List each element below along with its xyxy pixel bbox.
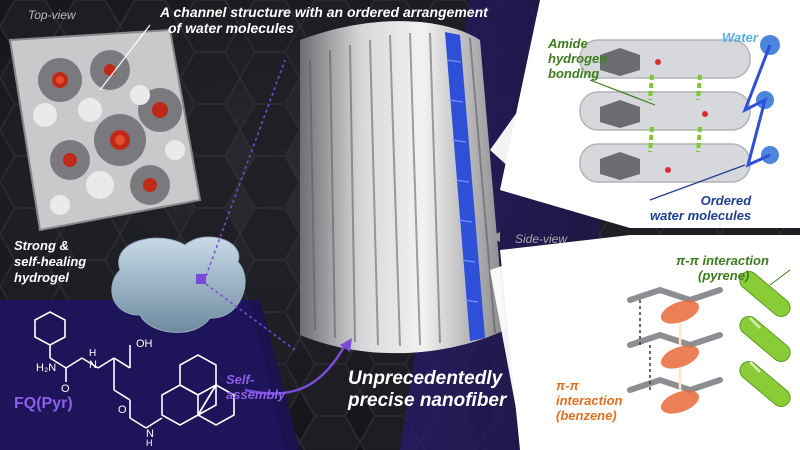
nanofiber bbox=[300, 21, 505, 354]
hydrogel-label-line2: self-healing bbox=[14, 254, 87, 269]
channel-title: A channel structure with an ordered arra… bbox=[160, 4, 488, 36]
benzene-label-line2: interaction bbox=[556, 393, 623, 408]
hydrogel-label-line1: Strong & bbox=[14, 238, 69, 253]
atom-oh: OH bbox=[136, 338, 153, 350]
top-view-structure bbox=[8, 28, 202, 232]
pyrene-label-line1: π-π interaction bbox=[676, 253, 769, 268]
channel-title-line2: of water molecules bbox=[168, 20, 295, 36]
amide-label-line3: bonding bbox=[548, 66, 600, 81]
atom-n-top: N bbox=[89, 359, 97, 371]
atom-h-top: H bbox=[89, 348, 97, 359]
atom-n-amide: N bbox=[146, 428, 154, 440]
hydrogel-label-line3: hydrogel bbox=[14, 270, 69, 285]
amide-label-line2: hydrogen bbox=[548, 51, 608, 66]
nanofiber-label-line2: precise nanofiber bbox=[348, 390, 507, 411]
ordered-water-label: Ordered water molecules bbox=[650, 193, 751, 223]
self-assembly-line2: assembly bbox=[226, 387, 286, 402]
nanofiber-label: Unprecedentedly precise nanofiber bbox=[348, 368, 506, 412]
amide-label: Amide hydrogen bonding bbox=[548, 36, 607, 81]
nanofiber-label-line1: Unprecedentedly bbox=[348, 368, 503, 389]
side-view-label: Side-view bbox=[515, 232, 568, 246]
benzene-label-line1: π-π bbox=[556, 378, 579, 393]
pi-stack bbox=[627, 269, 791, 414]
pyrene-label-line2: (pyrene) bbox=[698, 268, 750, 283]
ordered-water-line1: Ordered bbox=[700, 193, 752, 208]
amide-label-line1: Amide bbox=[548, 36, 588, 51]
pyrene-label: π-π interaction (pyrene) bbox=[676, 253, 769, 283]
channel-title-line1: A channel structure with an ordered arra… bbox=[160, 4, 488, 20]
atom-o-top: O bbox=[61, 383, 70, 395]
ordered-water-line2: water molecules bbox=[650, 208, 752, 223]
benzene-label-line3: (benzene) bbox=[556, 408, 617, 423]
compound-label: FQ(Pyr) bbox=[14, 395, 73, 412]
atom-h-amide: H bbox=[146, 438, 153, 448]
water-label: Water bbox=[722, 30, 758, 45]
hydrogel-blob bbox=[111, 236, 246, 333]
chemical-structure bbox=[34, 311, 235, 429]
top-view-label: Top-view bbox=[28, 8, 76, 22]
atom-nh2: H₂N bbox=[36, 362, 57, 374]
atom-o-amide: O bbox=[118, 404, 127, 416]
hydrogel-label: Strong & self-healing hydrogel bbox=[14, 238, 86, 286]
self-assembly-line1: Self- bbox=[226, 372, 255, 387]
self-assembly-label: Self- assembly bbox=[226, 372, 285, 402]
benzene-label: π-π interaction (benzene) bbox=[556, 378, 622, 423]
amide-stack bbox=[579, 35, 780, 201]
